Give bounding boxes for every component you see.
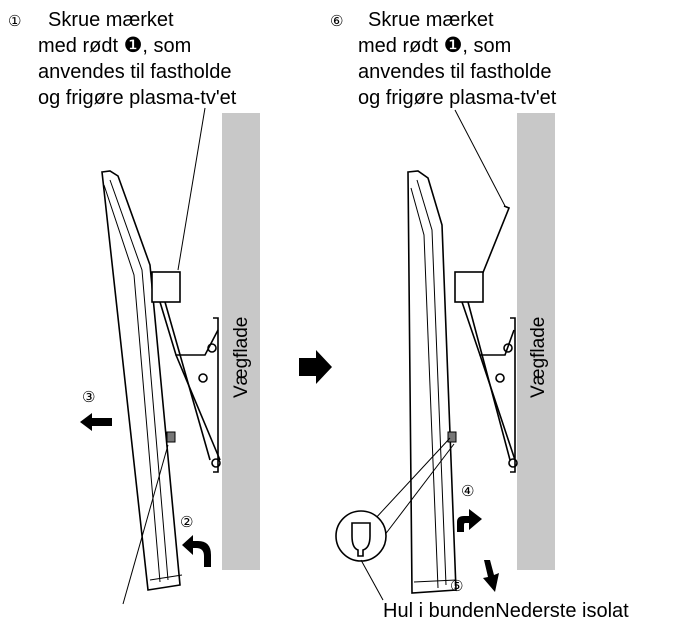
right-pivot-lower xyxy=(508,458,518,468)
left-tv-bottom-edge xyxy=(149,574,183,581)
right-pivot-middle xyxy=(495,373,505,383)
left-caption-line-3: anvendes til fastholde xyxy=(38,61,231,83)
hole-detail-icon xyxy=(351,522,371,557)
right-marker-icon: ❶ xyxy=(444,33,463,57)
left-pivot-middle xyxy=(198,373,208,383)
left-leader-line xyxy=(177,107,206,271)
next-step-arrow-icon xyxy=(299,350,332,384)
bottom-caption: Hul i bundenNederste isolat xyxy=(383,600,629,622)
lift-arrow-icon xyxy=(182,535,211,567)
step-3-number: ③ xyxy=(82,388,95,406)
right-caption: ⑥ Skrue mærket med rødt ❶, som anvendes … xyxy=(330,9,557,109)
right-tv-frame-inner-1 xyxy=(416,179,447,586)
left-caption-line-2: med rødt ❶, som xyxy=(38,33,191,57)
left-caption: ① Skrue mærket med rødt ❶, som anvendes … xyxy=(8,9,237,109)
left-pivot-lower xyxy=(211,458,221,468)
right-screw-block xyxy=(454,271,484,303)
left-diagonal-arm xyxy=(175,354,221,461)
step-2-number: ② xyxy=(180,513,193,531)
left-bottom-leader xyxy=(122,444,169,605)
step-4-number: ④ xyxy=(461,482,474,500)
right-illustration: Vægflade ④ ⑤ Hul i bundenNeders xyxy=(335,109,629,622)
hole-leader-line xyxy=(360,559,384,601)
right-caption-line-4: og frigøre plasma-tv'et xyxy=(358,87,557,109)
left-tv-panel xyxy=(101,170,181,591)
pull-left-arrow-icon xyxy=(80,413,112,431)
right-leader-line xyxy=(454,109,506,207)
right-upper-arm xyxy=(461,301,515,356)
right-diagonal-arm xyxy=(479,354,516,461)
left-pivot-upper xyxy=(207,343,217,353)
right-caption-line-1: Skrue mærket xyxy=(368,9,494,31)
left-step-number: ① xyxy=(8,12,21,30)
lower-arrow-icon xyxy=(483,560,499,592)
right-wall xyxy=(517,113,555,570)
right-hole-marker xyxy=(447,431,457,443)
right-wall-plate xyxy=(510,317,516,473)
right-screw-icon xyxy=(479,205,511,281)
left-screw-block xyxy=(151,271,181,303)
step-5-number: ⑤ xyxy=(450,577,463,595)
tilt-arrow-icon xyxy=(450,509,482,532)
left-illustration: Vægflade ③ ② xyxy=(80,107,260,605)
right-tv-frame-inner-2 xyxy=(410,187,439,589)
left-wall-plate xyxy=(213,317,219,473)
left-hole-marker xyxy=(166,431,176,443)
left-caption-line-4: og frigøre plasma-tv'et xyxy=(38,87,237,109)
left-wall-label: Vægflade xyxy=(231,317,252,398)
left-upper-arm xyxy=(159,301,219,356)
hole-detail-circle xyxy=(335,510,387,562)
left-tv-frame-inner-2 xyxy=(103,184,161,583)
right-wall-label: Vægflade xyxy=(528,317,549,398)
left-marker-icon: ❶ xyxy=(124,33,143,57)
right-caption-line-2: med rødt ❶, som xyxy=(358,33,511,57)
right-callout-line-1 xyxy=(373,437,451,521)
right-caption-line-3: anvendes til fastholde xyxy=(358,61,551,83)
left-wall xyxy=(222,113,260,570)
right-pivot-upper xyxy=(503,343,513,353)
right-step-number: ⑥ xyxy=(330,12,343,30)
right-tv-panel xyxy=(407,170,457,594)
right-callout-line-2 xyxy=(383,443,455,537)
right-tv-bottom-edge xyxy=(413,579,457,583)
left-caption-line-1: Skrue mærket xyxy=(48,9,174,31)
